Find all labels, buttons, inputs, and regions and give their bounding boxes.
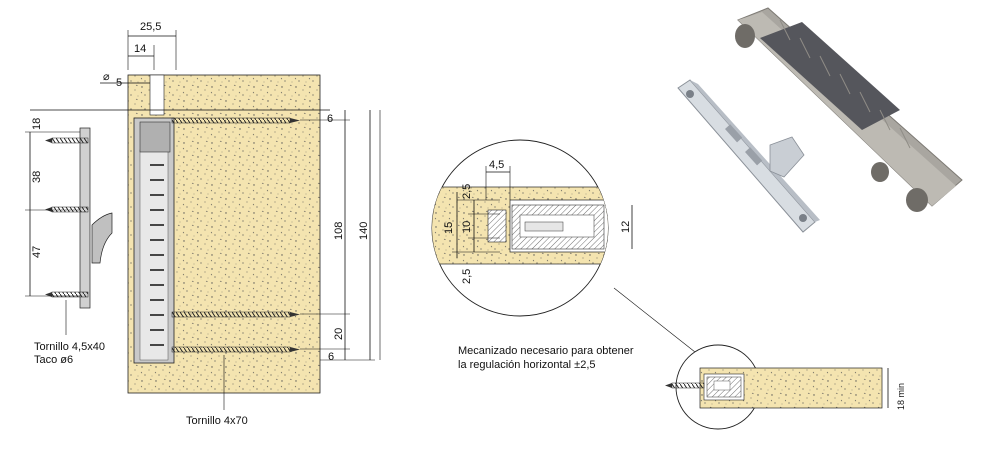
wall-plate [79,127,91,309]
dim-6-top: 6 [327,113,333,125]
dim-5: 5 [116,77,122,89]
note-line-1: Mecanizado necesario para obtener [458,345,634,357]
scale-ticks [150,164,164,346]
screw-bottom [171,346,300,353]
metal-bracket [677,79,820,233]
dim-18: 18 [31,118,43,130]
hook-tab [91,212,113,264]
bore-hole [149,74,165,116]
dim-2-5-top: 2,5 [461,184,473,199]
dim-6-bottom: 6 [328,351,334,363]
detail-circle [431,139,696,353]
product-photo [677,7,963,233]
screw-top [171,117,300,124]
note-line-2: la regulación horizontal ±2,5 [458,359,596,371]
dim-12: 12 [620,221,632,233]
dim-20: 20 [333,328,345,340]
screw-middle [171,311,300,318]
hanger-head [139,121,171,153]
diameter-symbol: ⌀ [103,71,110,83]
dim-18-min: 18 min [896,383,906,410]
dim-38: 38 [31,171,43,183]
detail-wall-block [487,209,507,243]
left-section-view [25,30,381,410]
bracket-hook [769,136,805,178]
label-screw-4-5x40: Tornillo 4,5x40 [34,341,105,353]
small-screw [671,382,705,389]
dim-2-5-bottom: 2,5 [461,269,473,284]
small-detail-view [665,344,889,430]
label-taco-6: Taco ø6 [34,354,73,366]
hanger-housing [735,7,963,212]
dim-108: 108 [333,222,345,240]
dim-140: 140 [358,222,370,240]
wall-screws [45,137,89,298]
dim-14: 14 [134,43,146,55]
dim-15: 15 [443,222,455,234]
dim-47: 47 [31,246,43,258]
dim-25-5: 25,5 [140,21,161,33]
dim-10: 10 [461,221,473,233]
label-screw-4x70: Tornillo 4x70 [186,415,248,427]
dim-4-5: 4,5 [489,159,504,171]
